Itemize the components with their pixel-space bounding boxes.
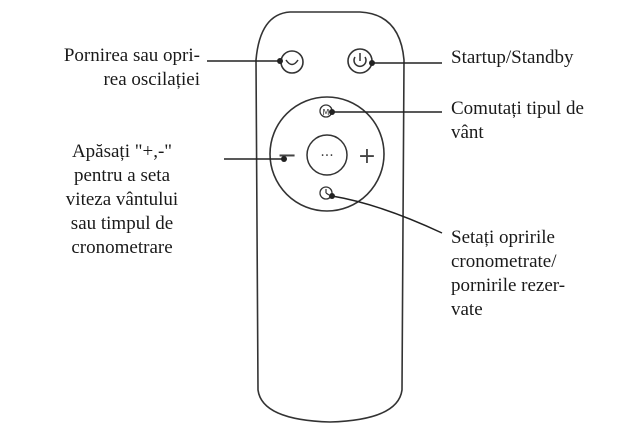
oscillation-icon — [285, 59, 299, 66]
power-button[interactable] — [347, 48, 373, 74]
speed-timer-label: Apăsați "+,-" pentru a seta viteza vântu… — [65, 141, 179, 258]
wind-type-label: Comutați tipul de vânt — [451, 98, 584, 143]
plus-button[interactable]: + — [358, 144, 376, 169]
timer-label: Setați opririle cronometrate/ pornirile … — [451, 227, 566, 320]
oscillation-label: Pornirea sau opri- rea oscilației — [63, 45, 200, 90]
leader-timer — [329, 193, 443, 234]
leader-speed — [224, 156, 287, 162]
power-label: Startup/Standby — [451, 47, 574, 68]
mode-symbol: M — [323, 108, 330, 117]
center-button[interactable] — [306, 134, 348, 176]
remote-body — [255, 11, 405, 423]
leader-wind — [329, 109, 442, 115]
leader-power — [369, 60, 442, 66]
control-ring — [269, 96, 385, 212]
clock-icon — [325, 189, 330, 196]
minus-button[interactable]: − — [277, 141, 297, 169]
oscillation-button[interactable] — [280, 50, 304, 74]
power-icon — [353, 53, 367, 67]
center-symbol: ··· — [320, 148, 333, 164]
leader-oscillation — [207, 58, 283, 64]
